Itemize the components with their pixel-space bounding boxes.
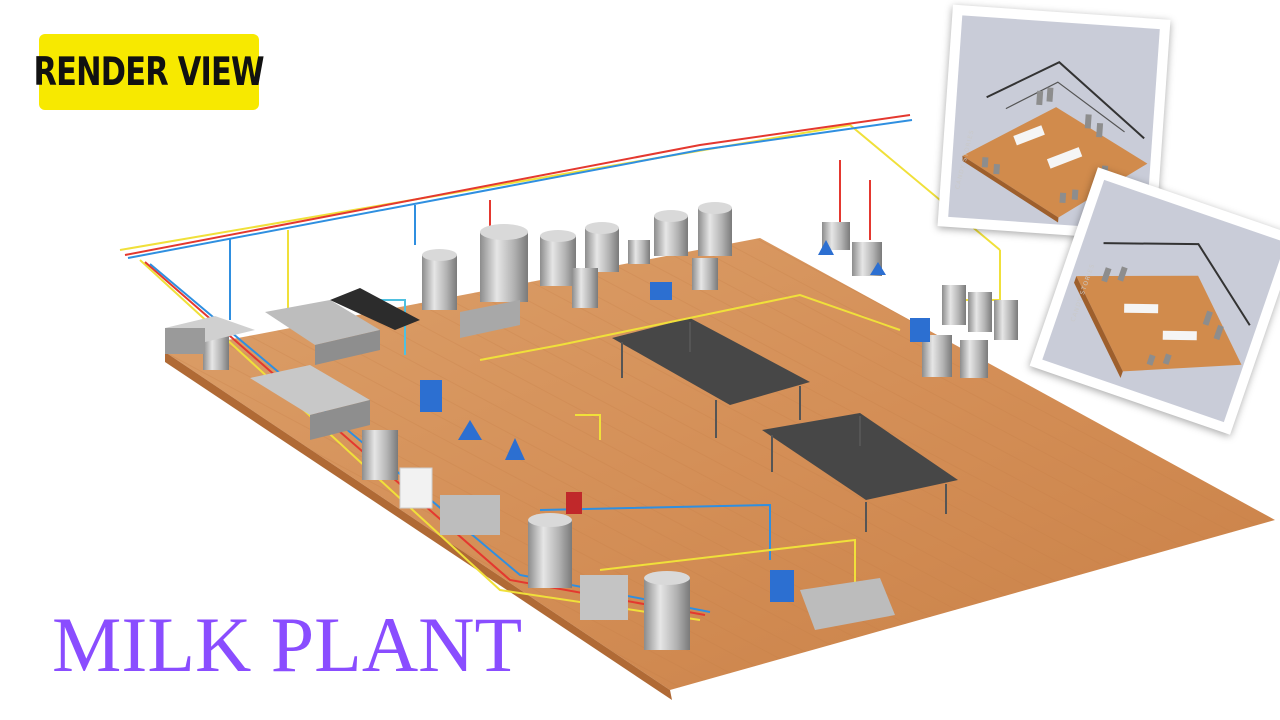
work-table-2: [762, 413, 958, 532]
plant-title: MILK PLANT: [52, 601, 523, 688]
work-table-1: [612, 318, 810, 438]
vats-and-counters: [165, 288, 895, 630]
heat-exchangers: [420, 240, 930, 602]
wooden-floor: [165, 238, 1275, 700]
badge-label: RENDER VIEW: [33, 49, 265, 95]
render-thumbnail-2: CANDY STORIES: [1029, 167, 1280, 435]
render-view-badge: RENDER VIEW: [34, 34, 265, 110]
thumbnail-2-image: [1042, 179, 1280, 423]
tanks: [203, 202, 1018, 650]
red-equipment: [566, 492, 582, 514]
